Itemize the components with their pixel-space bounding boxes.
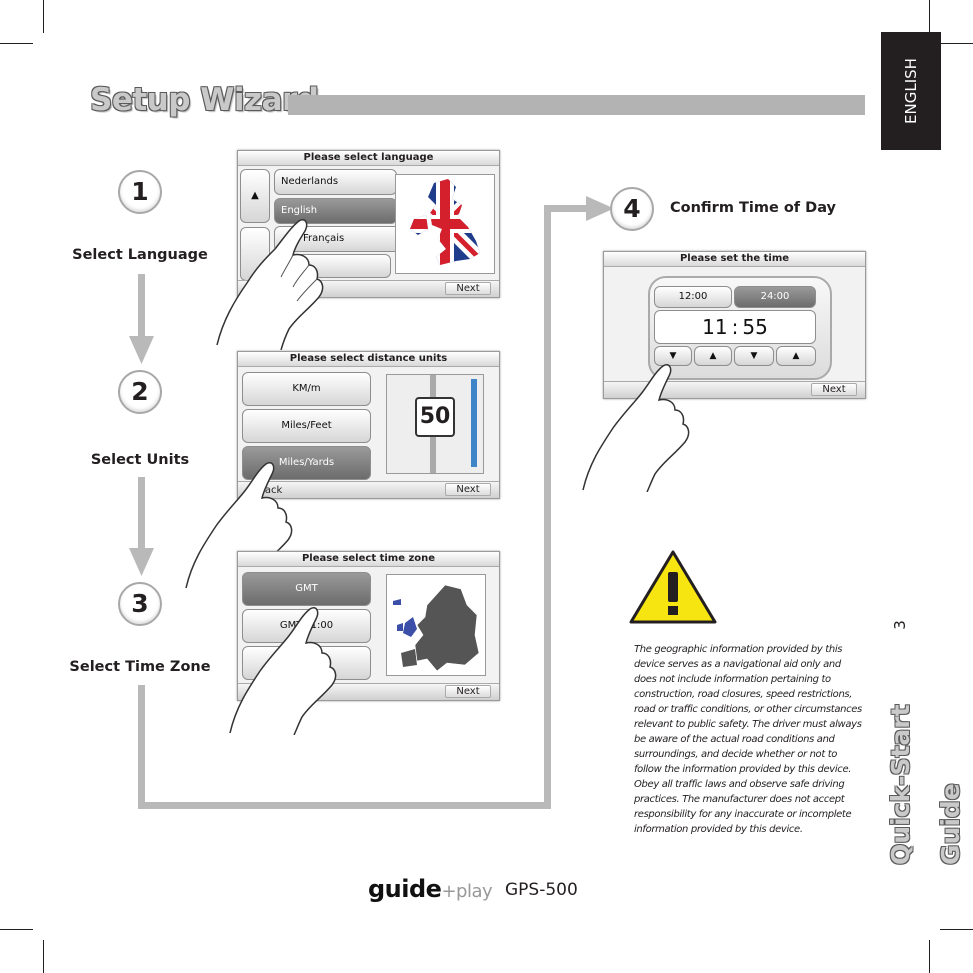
units-option[interactable]: Miles/Yards — [242, 446, 371, 480]
screen-footer — [238, 481, 499, 498]
connector-line — [138, 477, 145, 552]
language-tab: ENGLISH — [881, 32, 941, 150]
format-12-button[interactable]: 12:00 — [654, 286, 732, 308]
crop-mark — [929, 940, 930, 973]
speed-limit-sign: 50 — [415, 397, 455, 437]
step-label: Confirm Time of Day — [670, 200, 836, 216]
crop-mark — [43, 0, 44, 33]
crop-mark — [929, 0, 930, 33]
pointing-hand-icon — [216, 219, 324, 350]
time-minutes: 55 — [742, 315, 768, 339]
crop-mark — [940, 43, 973, 44]
time-screen: Please set the time 12:00 24:00 11:55 ▼ … — [603, 251, 866, 399]
screen-footer — [604, 381, 865, 398]
page-title: Setup Wizard — [90, 82, 319, 118]
timezone-option[interactable]: GMT — [242, 572, 371, 606]
time-display: 11:55 — [654, 310, 816, 344]
time-hours: 11 — [702, 315, 728, 339]
step-number: 3 — [118, 582, 162, 626]
side-title-text: Quick-Start Guide — [886, 704, 965, 865]
scale-bar — [471, 379, 477, 467]
union-flag-map-icon — [410, 179, 480, 265]
units-option[interactable]: Miles/Feet — [242, 409, 371, 443]
minute-up-button[interactable]: ▲ — [776, 346, 816, 366]
page-number-text: 3 — [891, 620, 909, 630]
title-rule — [288, 95, 865, 115]
screen-title: Please set the time — [604, 252, 865, 267]
brand-play: play — [456, 881, 493, 902]
arrow-down-icon — [129, 336, 154, 364]
units-screen: Please select distance units KM/m Miles/… — [237, 351, 500, 499]
side-title: Quick-Start Guide — [876, 655, 965, 865]
hour-up-button[interactable]: ▲ — [694, 346, 732, 366]
format-24-button[interactable]: 24:00 — [734, 286, 816, 308]
crop-mark — [0, 43, 33, 44]
next-button[interactable]: Next — [445, 685, 491, 698]
step-label: Select Time Zone — [69, 659, 211, 675]
pointing-hand-icon — [229, 607, 337, 735]
connector-line — [138, 274, 145, 339]
connector-line — [544, 205, 551, 809]
warning-icon — [629, 550, 717, 624]
arrow-right-icon — [586, 196, 614, 221]
page-number: 3 — [885, 615, 915, 635]
language-tab-label: ENGLISH — [902, 58, 920, 124]
step-number: 1 — [118, 170, 162, 214]
step-label: Select Units — [90, 452, 190, 468]
crop-mark — [940, 929, 973, 930]
language-option[interactable]: English — [274, 198, 397, 224]
step-number: 4 — [610, 187, 654, 231]
warning-text: The geographic information provided by t… — [634, 644, 862, 835]
crop-mark — [43, 940, 44, 973]
europe-map — [386, 574, 486, 676]
brand-logo: guide+play — [368, 875, 493, 903]
language-screen: Please select language ▲ Nederlands Engl… — [237, 150, 500, 298]
uk-map — [395, 174, 495, 274]
brand-guide: guide — [368, 875, 442, 903]
crop-mark — [0, 929, 33, 930]
language-option[interactable]: Nederlands — [274, 169, 397, 195]
screen-title: Please select distance units — [238, 352, 499, 367]
minute-down-button[interactable]: ▼ — [734, 346, 774, 366]
arrow-down-icon — [129, 548, 154, 576]
scroll-up-button[interactable]: ▲ — [240, 169, 270, 223]
units-option[interactable]: KM/m — [242, 372, 371, 406]
model-number: GPS-500 — [505, 880, 578, 900]
connector-line — [138, 685, 145, 809]
step-label: Select Language — [72, 247, 208, 263]
next-button[interactable]: Next — [445, 282, 491, 295]
hour-down-button[interactable]: ▼ — [654, 346, 692, 366]
next-button[interactable]: Next — [811, 383, 857, 396]
step-number: 2 — [118, 370, 162, 414]
brand-plus: + — [441, 881, 457, 902]
pointing-hand-icon — [582, 364, 690, 492]
screen-title: Please select time zone — [238, 552, 499, 567]
time-separator: : — [731, 315, 739, 339]
next-button[interactable]: Next — [445, 483, 491, 496]
back-button[interactable]: Back — [258, 485, 283, 496]
speed-sign-panel: 50 — [386, 374, 484, 474]
europe-map-icon — [393, 584, 480, 672]
connector-line — [138, 802, 551, 809]
screen-title: Please select language — [238, 151, 499, 166]
connector-line — [544, 205, 589, 212]
